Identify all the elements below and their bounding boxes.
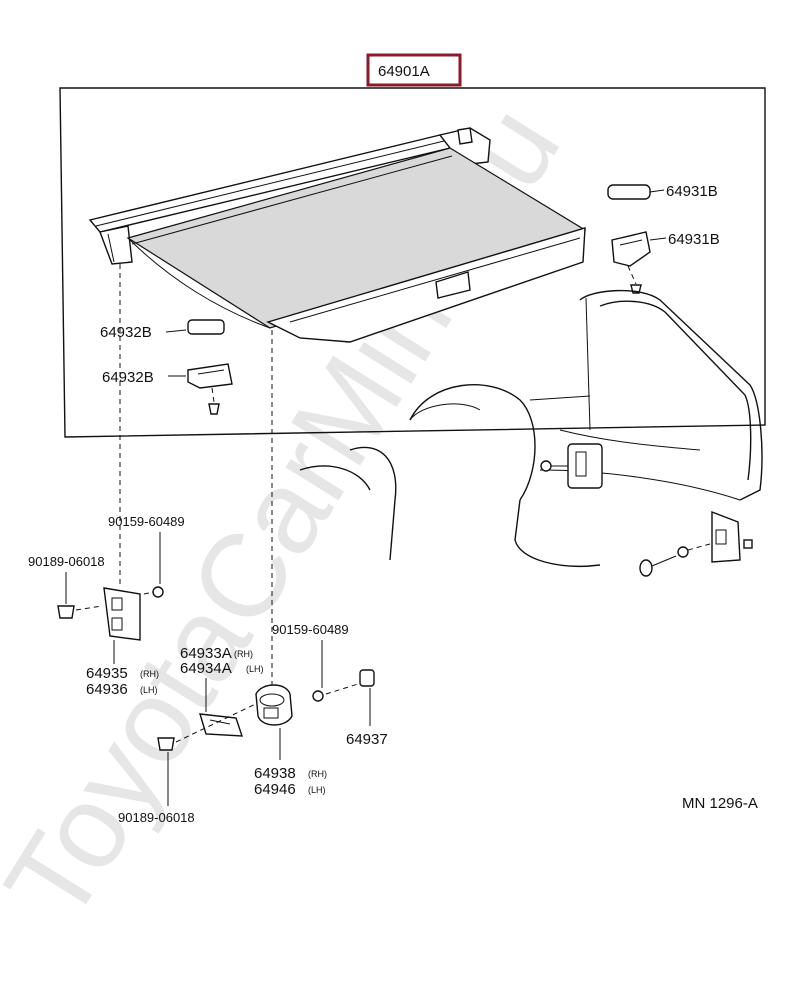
assembly-frame [59,87,766,438]
part-64931b-upper[interactable]: 64931B [607,183,718,200]
part-64932b-upper[interactable]: 64932B [100,319,225,341]
label-64938: 64938 [254,765,296,782]
body-clip-upper [540,443,603,489]
highlight-box [366,53,462,87]
label-64946: 64946 [254,781,296,798]
label-64936-side: (LH) [140,685,158,695]
label-64936: 64936 [86,681,128,698]
label-64931b-upper: 64931B [666,183,718,200]
drawing-code: MN 1296-A [682,795,758,812]
tonneau-cover [88,127,587,343]
label-90189-left: 90189-06018 [28,554,105,569]
label-64937: 64937 [346,731,388,748]
part-64933a-64934a[interactable]: 64933A (RH) 64934A (LH) [175,645,265,743]
label-64932b-lower: 64932B [102,369,154,386]
label-64931b-lower: 64931B [668,231,720,248]
label-64938-side: (RH) [308,769,327,779]
label-90159-right: 90159-60489 [272,622,349,637]
label-64946-side: (LH) [308,785,326,795]
part-64932b-lower[interactable]: 64932B [102,363,233,415]
label-64933a: 64933A [180,645,232,662]
part-90189-left[interactable]: 90189-06018 [28,554,105,619]
part-90159-left[interactable]: 90159-60489 [108,514,185,598]
part-90189-bottom[interactable]: 90189-06018 [118,737,195,825]
label-64935-side: (RH) [140,669,159,679]
part-90159-right[interactable]: 90159-60489 [272,622,349,702]
part-64931b-lower[interactable]: 64931B [611,231,720,294]
label-90189-bottom: 90189-06018 [118,810,195,825]
header-part-number: 64901A [378,63,430,80]
label-64935: 64935 [86,665,128,682]
header-part-label[interactable]: 64901A [366,53,462,87]
part-64935-64936[interactable]: 64935 (RH) 64936 (LH) [86,587,159,698]
label-64933a-side: (RH) [234,649,253,659]
label-64932b-upper: 64932B [100,324,152,341]
label-90159-left: 90159-60489 [108,514,185,529]
part-64937[interactable]: 64937 [325,669,388,748]
label-64934a-side: (LH) [246,664,264,674]
vehicle-interior [299,289,763,567]
part-64938-64946[interactable]: 64938 (RH) 64946 (LH) [254,684,327,798]
label-64934a: 64934A [180,660,232,677]
body-retainer-right [639,510,753,577]
